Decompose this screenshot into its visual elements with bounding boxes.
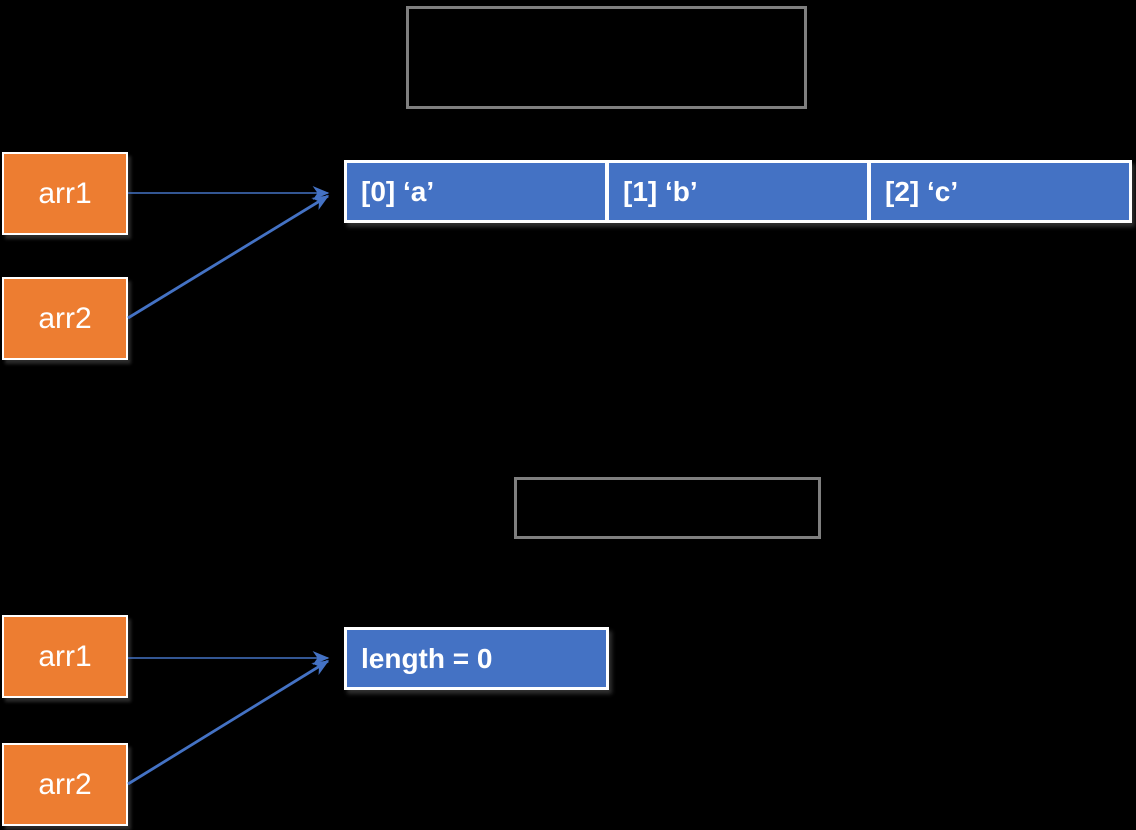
title-box-top <box>406 6 807 109</box>
pointer-label-arr2-bottom: arr2 <box>38 767 92 801</box>
array-cell-1: [1] ‘b’ <box>609 163 867 220</box>
array-cell-2: [2] ‘c’ <box>871 163 1129 220</box>
length-box: length = 0 <box>344 627 609 690</box>
array-cell-0: [0] ‘a’ <box>347 163 605 220</box>
pointer-label-arr1-bottom: arr1 <box>38 639 92 673</box>
pointer-box-arr2-bottom: arr2 <box>2 743 128 826</box>
arrow-arr2-to-array <box>127 194 330 320</box>
arrow-arr2-to-length <box>127 659 330 786</box>
pointer-box-arr1-bottom: arr1 <box>2 615 128 698</box>
pointer-label-arr1-top: arr1 <box>38 176 92 210</box>
array-box-top: [0] ‘a’ [1] ‘b’ [2] ‘c’ <box>344 160 1132 223</box>
title-box-bottom <box>514 477 821 539</box>
pointer-box-arr1-top: arr1 <box>2 152 128 235</box>
pointer-label-arr2-top: arr2 <box>38 301 92 335</box>
pointer-box-arr2-top: arr2 <box>2 277 128 360</box>
length-label: length = 0 <box>347 630 606 687</box>
